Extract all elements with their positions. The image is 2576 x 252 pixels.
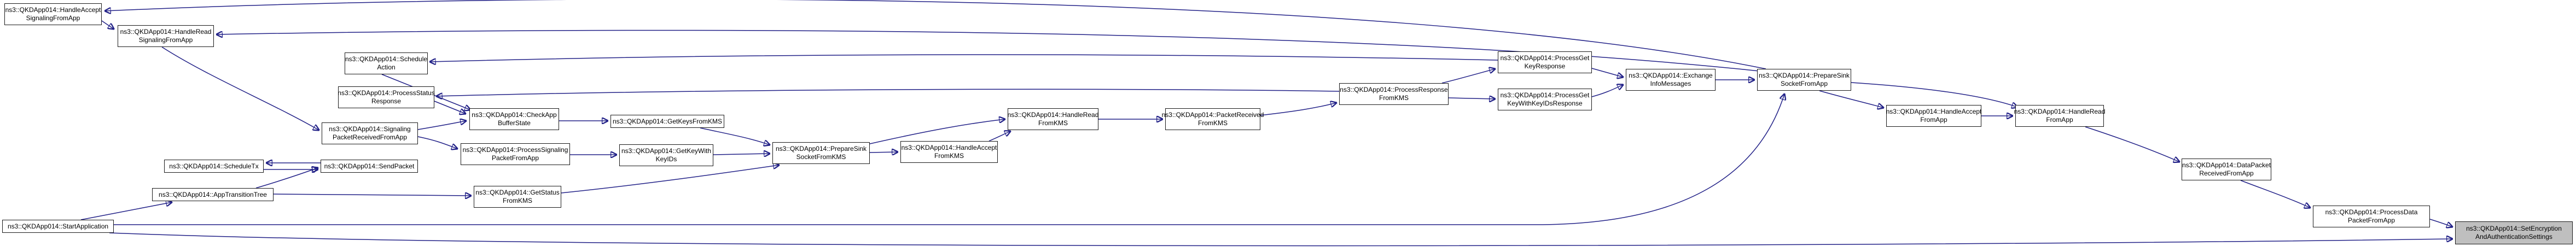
node-get-keys-from-kms[interactable]: ns3::QKDApp014::GetKeysFromKMS	[610, 115, 724, 128]
node-prepare-sink-socket-from-kms[interactable]: ns3::QKDApp014::PrepareSink SocketFromKM…	[772, 142, 870, 164]
node-process-get-key-response[interactable]: ns3::QKDApp014::ProcessGet KeyResponse	[1498, 51, 1592, 73]
edge-getStatusFromKMS-to-prepareSinkSocketFromKMS	[561, 165, 779, 194]
edge-prepareSinkSocketFromApp-to-handleAcceptFromApp	[1819, 90, 1883, 108]
node-start-application[interactable]: ns3::QKDApp014::StartApplication	[2, 220, 114, 233]
edge-handleReadFromApp-to-dataPacketReceivedFromApp	[2085, 126, 2179, 162]
node-packet-received-from-kms[interactable]: ns3::QKDApp014::PacketReceived FromKMS	[1162, 108, 1264, 130]
edge-getKeysFromKMS-to-prepareSinkSocketFromKMS	[700, 127, 770, 145]
node-handle-accept-signaling-from-app[interactable]: ns3::QKDApp014::HandleAccept SignalingFr…	[4, 3, 102, 25]
node-process-data-packet-from-app[interactable]: ns3::QKDApp014::ProcessData PacketFromAp…	[2313, 206, 2430, 227]
node-check-app-buffer-state[interactable]: ns3::QKDApp014::CheckApp BufferState	[469, 108, 559, 130]
node-process-get-key-with-key-ids-response[interactable]: ns3::QKDApp014::ProcessGet KeyWithKeyIDs…	[1498, 89, 1592, 110]
edge-processGetKeyWithKeyIDsResponse-to-exchangeInfoMessages	[1591, 85, 1623, 97]
node-exchange-info-messages[interactable]: ns3::QKDApp014::Exchange InfoMessages	[1626, 69, 1716, 91]
edge-handleAcceptFromKMS-to-handleReadFromKMS	[988, 131, 1010, 142]
node-set-encryption-and-authentication-settings: ns3::QKDApp014::SetEncryption AndAuthent…	[2455, 221, 2573, 244]
node-schedule-action[interactable]: ns3::QKDApp014::Schedule Action	[345, 52, 428, 74]
node-handle-read-from-app[interactable]: ns3::QKDApp014::HandleRead FromApp	[2014, 105, 2105, 127]
edge-startApplication-to-appTransitionTree	[80, 202, 172, 220]
edge-signalingPacketReceivedFromApp-to-processSignalingPacketFromApp	[417, 136, 457, 149]
node-handle-accept-from-kms[interactable]: ns3::QKDApp014::HandleAccept FromKMS	[900, 141, 998, 163]
edge-appTransitionTree-to-sendPacket	[255, 168, 318, 189]
node-handle-read-from-kms[interactable]: ns3::QKDApp014::HandleRead FromKMS	[1008, 108, 1098, 130]
edge-processStatusResponse-to-checkAppBufferState	[434, 101, 466, 114]
node-process-status-response[interactable]: ns3::QKDApp014::ProcessStatus Response	[338, 86, 435, 108]
edge-dataPacketReceivedFromApp-to-processDataPacketFromApp	[2240, 180, 2310, 208]
node-handle-accept-from-app[interactable]: ns3::QKDApp014::HandleAccept FromApp	[1886, 105, 1981, 127]
node-signaling-packet-received-from-app[interactable]: ns3::QKDApp014::Signaling PacketReceived…	[322, 122, 418, 144]
edge-prepareSinkSocketFromApp-to-handleAcceptSignalingFromApp	[105, 0, 1766, 69]
edge-processResponseFromKMS-to-processGetKeyWithKeyIDsResponse	[1448, 98, 1495, 99]
node-process-response-from-kms[interactable]: ns3::QKDApp014::ProcessResponse FromKMS	[1339, 83, 1449, 105]
edge-handleAcceptSignalingFromApp-to-handleReadSignalingFromApp	[101, 20, 114, 29]
edge-processGetKeyResponse-to-exchangeInfoMessages	[1591, 68, 1623, 77]
edge-processGetKeyResponse-to-scheduleAction	[430, 54, 1498, 62]
node-get-status-from-kms[interactable]: ns3::QKDApp014::GetStatus FromKMS	[474, 186, 561, 208]
edge-handleReadSignalingFromApp-to-signalingPacketReceivedFromApp	[161, 46, 319, 130]
node-send-packet[interactable]: ns3::QKDApp014::SendPacket	[321, 160, 418, 173]
edge-processResponseFromKMS-to-processStatusResponse	[437, 89, 1340, 96]
node-get-key-with-key-ids[interactable]: ns3::QKDApp014::GetKeyWith KeyIDs	[619, 144, 713, 166]
edge-processResponseFromKMS-to-processGetKeyResponse	[1441, 69, 1495, 84]
node-data-packet-received-from-app[interactable]: ns3::QKDApp014::DataPacket ReceivedFromA…	[2182, 159, 2271, 180]
node-process-signaling-packet-from-app[interactable]: ns3::QKDApp014::ProcessSignaling PacketF…	[461, 143, 570, 165]
node-handle-read-signaling-from-app[interactable]: ns3::QKDApp014::HandleRead SignalingFrom…	[118, 25, 214, 47]
edge-appTransitionTree-to-getStatusFromKMS	[273, 194, 471, 196]
edge-signalingPacketReceivedFromApp-to-checkAppBufferState	[417, 121, 466, 130]
edge-startApplication-to-prepareSinkSocketFromApp	[114, 94, 1784, 225]
node-prepare-sink-socket-from-app[interactable]: ns3::QKDApp014::PrepareSink SocketFromAp…	[1757, 69, 1851, 91]
edge-packetReceivedFromKMS-to-processResponseFromKMS	[1260, 103, 1336, 116]
edge-startApplication-to-setEncryptionAndAuthenticationSettings	[109, 232, 2452, 247]
edge-processDataPacketFromApp-to-setEncryptionAndAuthenticationSettings	[2429, 219, 2452, 227]
edge-prepareSinkSocketFromKMS-to-handleReadFromKMS	[867, 119, 1005, 145]
edge-getKeyWithKeyIDs-to-prepareSinkSocketFromKMS	[713, 154, 770, 155]
node-app-transition-tree[interactable]: ns3::QKDApp014::AppTransitionTree	[152, 188, 274, 201]
node-schedule-tx[interactable]: ns3::QKDApp014::ScheduleTx	[164, 160, 264, 173]
edge-prepareSinkSocketFromKMS-to-handleAcceptFromKMS	[869, 152, 898, 153]
edge-prepareSinkSocketFromApp-to-handleReadFromApp	[1851, 82, 2017, 107]
